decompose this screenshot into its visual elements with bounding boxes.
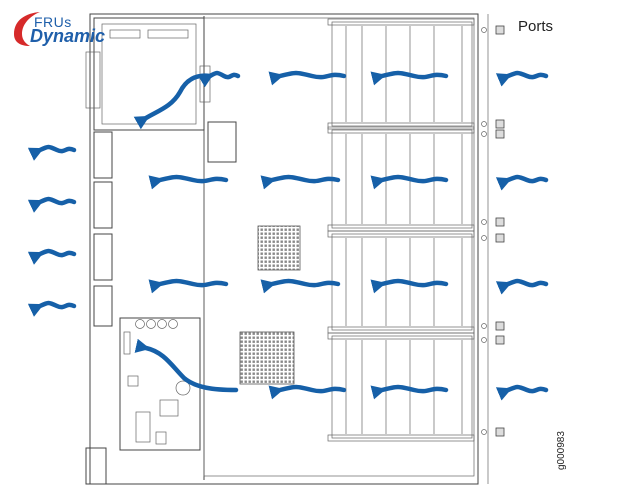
power-module-part — [159, 399, 179, 417]
logo-swoosh — [14, 12, 40, 46]
port-screw-hole — [481, 337, 487, 343]
airflow-arrow — [495, 384, 549, 401]
line-card-ejector — [327, 332, 475, 340]
power-module-part — [123, 331, 131, 355]
airflow-arrow-curved — [134, 338, 239, 393]
airflow-arrows — [27, 70, 549, 401]
port-screw — [495, 335, 505, 345]
power-connector — [157, 319, 167, 329]
line-card-ejector — [327, 230, 475, 238]
port-screw-hole — [481, 429, 487, 435]
line-card-ejector — [327, 126, 475, 134]
power-module — [119, 317, 201, 451]
airflow-arrow — [148, 174, 229, 190]
port-screw — [495, 427, 505, 437]
airflow-arrow — [27, 144, 77, 161]
vent-panel — [93, 233, 113, 281]
airflow-arrow — [370, 384, 449, 400]
power-connector — [146, 319, 156, 329]
side-vents — [93, 131, 113, 327]
airflow-arrow — [197, 70, 241, 88]
airflow-arrow — [495, 278, 549, 295]
port-screw — [495, 129, 505, 139]
vent-panel — [93, 131, 113, 179]
power-connector — [168, 319, 178, 329]
vent-panel — [93, 181, 113, 229]
power-connector — [135, 319, 145, 329]
vent-panel — [93, 285, 113, 327]
component-block — [207, 121, 237, 163]
power-module-part — [127, 375, 139, 387]
airflow-arrow — [268, 70, 347, 86]
power-module-part — [155, 431, 167, 445]
airflow-arrow — [370, 174, 449, 190]
airflow-arrow — [495, 174, 549, 191]
line-card-ejector — [327, 122, 475, 130]
power-module-part — [135, 411, 151, 443]
card-cage — [203, 17, 475, 477]
power-module-capacitor — [175, 380, 191, 396]
port-screw-hole — [481, 219, 487, 225]
port-screw-hole — [481, 121, 487, 127]
heatsink-lower — [239, 331, 295, 385]
port-screw — [495, 217, 505, 227]
port-screw-hole — [481, 323, 487, 329]
airflow-arrow-curved — [133, 73, 213, 130]
fan-tray-latch — [85, 51, 101, 109]
chassis-foot — [85, 447, 107, 485]
line-card-ejector — [327, 434, 475, 442]
ports-label: Ports — [518, 18, 554, 35]
airflow-arrow — [148, 278, 229, 294]
heatsink-upper — [257, 225, 301, 271]
airflow-arrow — [370, 278, 449, 294]
airflow-arrow — [495, 70, 549, 87]
power-module-outline — [119, 317, 201, 451]
airflow-arrow — [27, 300, 77, 317]
port-screw — [495, 321, 505, 331]
airflow-arrow — [370, 70, 449, 86]
fan-tray-slot — [147, 29, 189, 39]
port-screw-hole — [481, 235, 487, 241]
line-card-ejector — [327, 18, 475, 26]
airflow-arrow — [260, 278, 341, 294]
port-screw-hole — [481, 27, 487, 33]
figure-id: g000983 — [556, 431, 567, 470]
airflow-arrow — [260, 174, 341, 190]
chassis — [85, 13, 489, 485]
airflow-arrow — [27, 248, 77, 265]
logo-line-1: FRUs — [34, 14, 72, 30]
fan-tray-outline — [93, 17, 205, 131]
line-card-slots — [327, 18, 475, 442]
fan-tray-slot — [109, 29, 141, 39]
logo-line-2: Dynamic — [30, 26, 106, 46]
airflow-arrow — [27, 196, 77, 213]
fan-tray-handle — [199, 65, 211, 103]
port-screw — [495, 25, 505, 35]
airflow-arrow — [268, 384, 347, 400]
port-screw — [495, 233, 505, 243]
port-screw — [495, 119, 505, 129]
port-screws — [481, 25, 505, 437]
port-screw-hole — [481, 131, 487, 137]
fan-tray-inner — [101, 23, 197, 125]
